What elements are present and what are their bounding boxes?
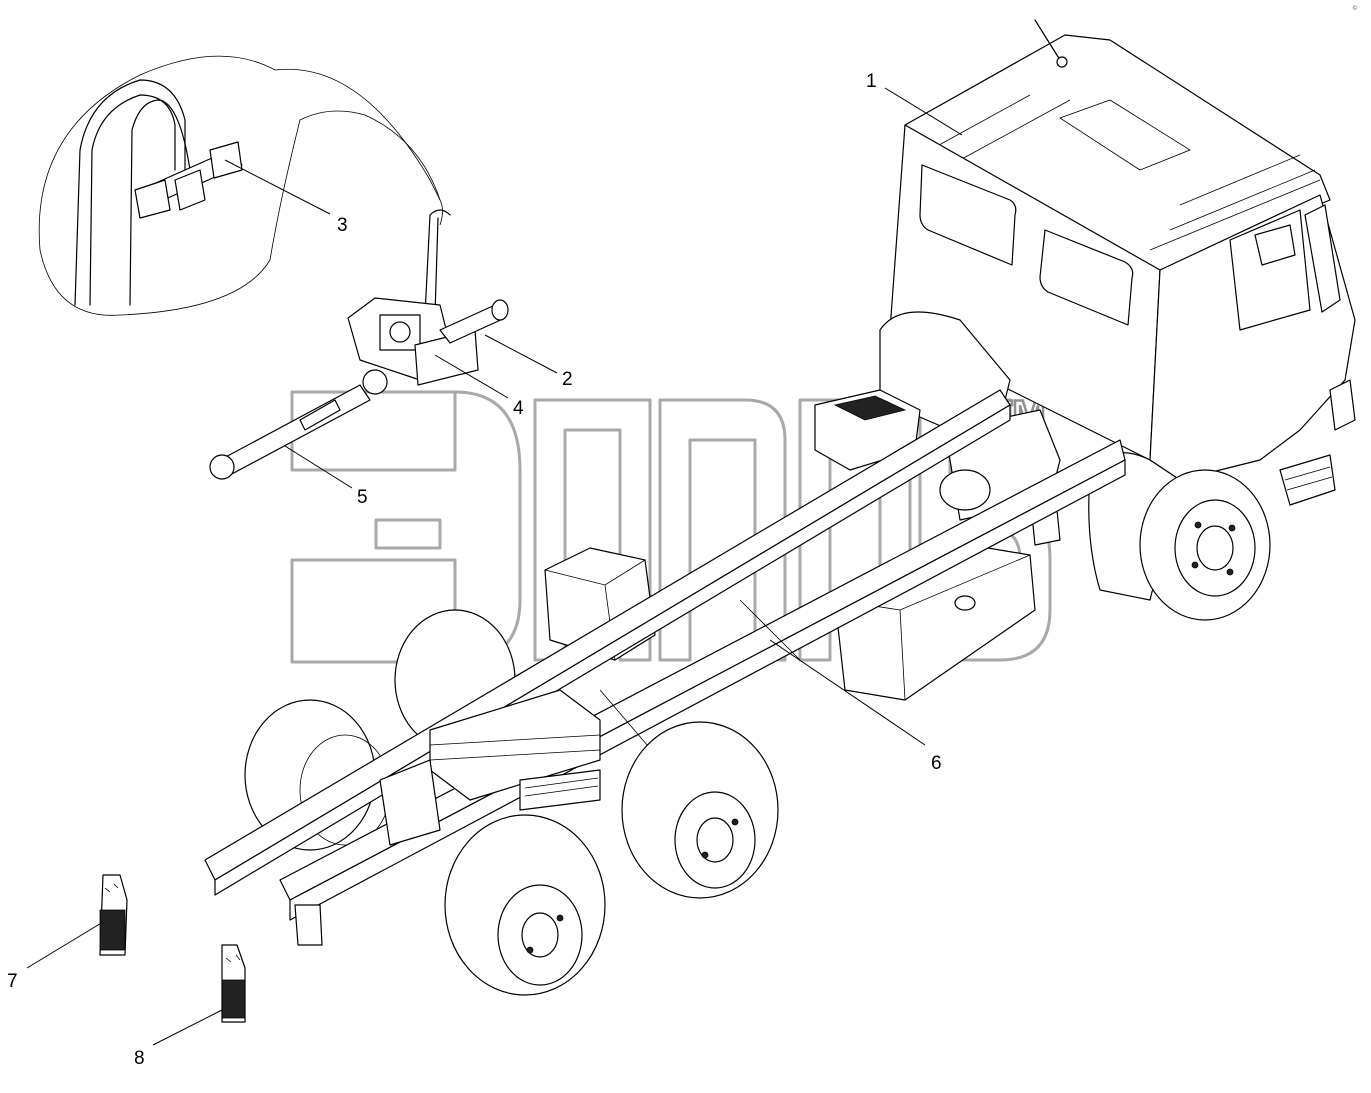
rear-suspension xyxy=(379,689,601,846)
front-wheel xyxy=(1139,469,1271,621)
callout-2: 2 xyxy=(484,334,573,390)
svg-text:6: 6 xyxy=(931,753,942,774)
detail-bubble xyxy=(38,55,441,316)
harness-line xyxy=(439,199,443,226)
cab xyxy=(889,19,1356,601)
svg-text:7: 7 xyxy=(7,971,18,992)
propshaft-upper xyxy=(439,299,509,344)
svg-text:2: 2 xyxy=(562,369,573,390)
svg-text:5: 5 xyxy=(357,487,368,508)
harness xyxy=(424,209,451,316)
corner-mark: © xyxy=(1352,5,1358,12)
callout-3: 3 xyxy=(224,159,348,236)
svg-text:3: 3 xyxy=(337,215,348,236)
svg-text:1: 1 xyxy=(866,71,877,92)
callout-7: 7 xyxy=(7,921,104,992)
mud-flap-8 xyxy=(221,944,246,1023)
callout-6: 6 xyxy=(769,639,942,774)
mud-flap-7 xyxy=(99,874,128,956)
propshaft-lower xyxy=(209,369,388,480)
callout-5: 5 xyxy=(284,445,368,508)
svg-text:4: 4 xyxy=(513,398,524,419)
callout-4: 4 xyxy=(434,354,524,419)
callout-1: 1 xyxy=(866,71,963,136)
callout-8: 8 xyxy=(134,1009,223,1069)
svg-text:8: 8 xyxy=(134,1048,145,1069)
rear-wheels-right xyxy=(444,721,779,996)
